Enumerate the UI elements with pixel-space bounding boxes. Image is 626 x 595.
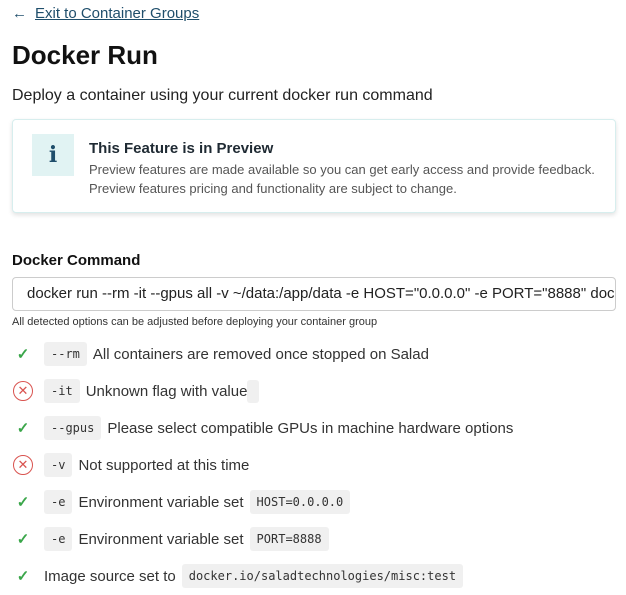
- option-row: ✓ --rm All containers are removed once sto…: [12, 341, 429, 367]
- check-icon: ✓: [16, 494, 30, 511]
- value-code: PORT=8888: [249, 527, 329, 551]
- check-icon: ✓: [16, 531, 30, 548]
- option-row: ✓ -e Environment variable set PORT=8888: [12, 526, 329, 552]
- option-text: Unknown flag with value: [85, 382, 248, 400]
- option-row: ✕ -it Unknown flag with value: [12, 378, 260, 404]
- notice-text: Preview features are made available so y…: [89, 162, 595, 196]
- value-code: HOST=0.0.0.0: [249, 490, 351, 514]
- notice-title: This Feature is in Preview: [89, 140, 274, 157]
- option-text: All containers are removed once stopped …: [92, 345, 429, 363]
- docker-command-input[interactable]: docker run --rm -it --gpus all -v ~/data…: [12, 277, 616, 311]
- arrow-left-icon: ←: [12, 5, 27, 22]
- page-title: Docker Run: [12, 40, 158, 70]
- option-text: Please select compatible GPUs in machine…: [107, 419, 514, 437]
- option-row: ✓ --gpus Please select compatible GPUs in …: [12, 415, 513, 441]
- flag-code: --gpus: [44, 416, 102, 440]
- error-x-icon: ✕: [13, 381, 33, 401]
- page-subtitle: Deploy a container using your current do…: [12, 87, 433, 104]
- flag-code: -e: [44, 490, 73, 514]
- option-text: Image source set to: [44, 567, 176, 585]
- exit-to-container-groups-link[interactable]: ←Exit to Container Groups: [12, 5, 200, 22]
- docker-command-hint: All detected options can be adjusted bef…: [12, 316, 378, 328]
- docker-command-label: Docker Command: [12, 252, 141, 269]
- option-text: Not supported at this time: [78, 456, 250, 474]
- error-x-icon: ✕: [13, 455, 33, 475]
- option-row: ✓ -e Environment variable set HOST=0.0.0.0: [12, 489, 351, 515]
- flag-code: --rm: [44, 342, 87, 366]
- empty-value-code: [247, 379, 260, 403]
- flag-code: -v: [44, 453, 73, 477]
- info-icon: i: [32, 134, 74, 176]
- option-text: Environment variable set: [78, 493, 244, 511]
- option-row: ✓ Image source set to docker.io/saladtechn…: [12, 563, 464, 589]
- check-icon: ✓: [16, 568, 30, 585]
- option-row: ✕ -v Not supported at this time: [12, 452, 249, 478]
- option-text: Environment variable set: [78, 530, 244, 548]
- check-icon: ✓: [16, 346, 30, 363]
- flag-code: -it: [44, 379, 80, 403]
- preview-notice: i This Feature is in Preview Preview fea…: [12, 119, 616, 213]
- flag-code: -e: [44, 527, 73, 551]
- value-code: docker.io/saladtechnologies/misc:test: [181, 564, 464, 588]
- check-icon: ✓: [16, 420, 30, 437]
